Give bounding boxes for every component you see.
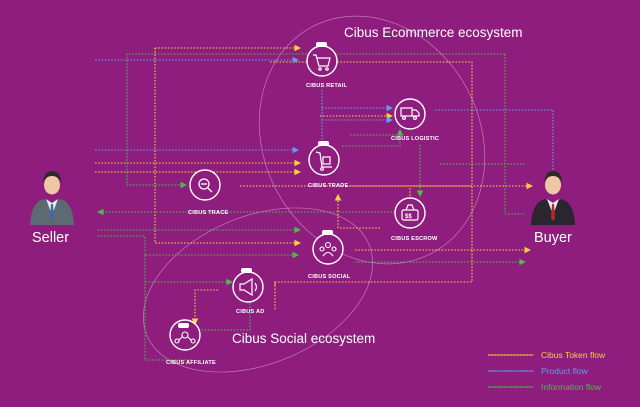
cibus-social-label: CIBUS SOCIAL (308, 274, 351, 280)
network-icon (174, 331, 196, 344)
cibus-retail-label: CIBUS RETAIL (306, 83, 348, 89)
megaphone-icon (239, 277, 258, 297)
cibus-escrow-node: $$ (394, 197, 426, 229)
buyer-label: Buyer (534, 230, 572, 246)
hand-truck-icon (315, 151, 332, 171)
svg-text:$$: $$ (405, 214, 412, 220)
buyer-figure (531, 171, 575, 225)
product-flow-lines (95, 56, 557, 372)
legend-product-label: Product flow (541, 366, 589, 376)
ecommerce-ecosystem-boundary (258, 15, 486, 265)
social-ecosystem-title: Cibus Social ecosystem (232, 331, 375, 346)
cibus-affiliate-label: CIBUS AFFILIATE (166, 360, 216, 366)
ecommerce-ecosystem-title: Cibus Ecommerce ecosystem (344, 25, 523, 40)
magnifier-icon (198, 178, 213, 193)
people-group-icon (319, 241, 337, 257)
cibus-trace-node (189, 169, 221, 201)
money-bag-icon (401, 204, 419, 221)
social-ecosystem-boundary (142, 207, 374, 373)
cibus-trade-label: CIBUS TRADE (308, 183, 348, 189)
cibus-ad-node (232, 268, 264, 303)
cibus-logistic-label: CIBUS LOGISTIC (391, 136, 439, 142)
cibus-logistic-node (394, 98, 426, 130)
cibus-trace-label: CIBUS TRACE (188, 210, 228, 216)
cibus-trade-node (308, 141, 340, 176)
legend-token-label: Cibus Token flow (541, 350, 606, 360)
token-flow-lines (95, 44, 535, 356)
seller-label: Seller (32, 230, 69, 246)
cibus-escrow-label: CIBUS ESCROW (391, 236, 438, 242)
shopping-cart-icon (313, 54, 331, 71)
delivery-truck-icon (400, 107, 420, 120)
seller-figure (30, 171, 74, 225)
legend-information-label: Information flow (541, 382, 602, 392)
cibus-social-node (312, 230, 344, 265)
cibus-affiliate-node (169, 319, 201, 351)
cibus-retail-node (306, 42, 338, 77)
legend: Cibus Token flow Product flow Informatio… (488, 350, 606, 392)
cibus-ad-label: CIBUS AD (236, 309, 264, 315)
